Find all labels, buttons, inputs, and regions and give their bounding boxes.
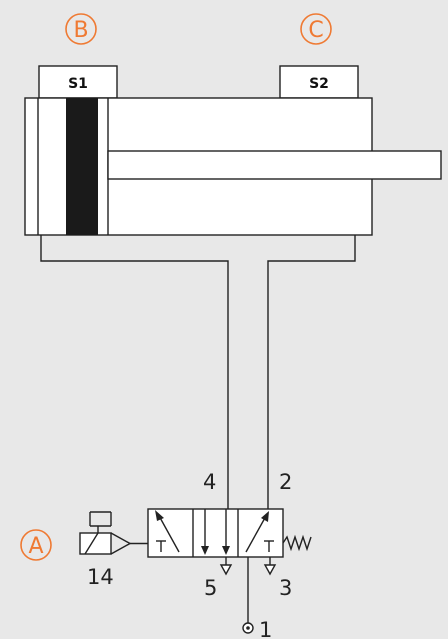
- exhaust-port-5: [219, 557, 233, 576]
- air-line-port-4: [40, 235, 229, 550]
- exhaust-3-triangle: [263, 564, 277, 576]
- sensor-s2: S2: [279, 65, 359, 99]
- left-arrow-line: [157, 513, 180, 553]
- sensor-s1-label: S1: [68, 76, 88, 92]
- sensor-s1: S1: [38, 65, 118, 99]
- callout-c: C: [300, 13, 332, 45]
- supply-port-dot: [246, 626, 250, 630]
- exhaust-port-3: [263, 557, 277, 576]
- piston: [66, 98, 98, 235]
- exhaust-5-triangle: [219, 564, 233, 576]
- port-2-label: 2: [279, 470, 292, 494]
- port-14-label: 14: [87, 565, 114, 589]
- callout-c-circle: [300, 13, 332, 45]
- callout-c-letter: C: [308, 18, 323, 43]
- right-arrow-line: [245, 515, 267, 553]
- callout-b-circle: [65, 13, 97, 45]
- port-1-label: 1: [259, 618, 272, 639]
- spring-return: [282, 534, 312, 552]
- right-arrow-head: [261, 511, 269, 522]
- middle-arrow-left-head: [201, 546, 209, 555]
- callout-b: B: [65, 13, 97, 45]
- callout-b-letter: B: [73, 18, 88, 43]
- piston-rod: [107, 150, 442, 180]
- cylinder: [24, 97, 442, 236]
- port-3-label: 3: [279, 576, 292, 600]
- valve-body: [147, 508, 284, 558]
- solenoid-pilot-triangle: [110, 532, 132, 555]
- callout-a-letter: A: [28, 534, 43, 559]
- solenoid-coil-slash: [84, 532, 99, 555]
- port-5-label: 5: [204, 576, 217, 600]
- air-line-port-2: [267, 235, 356, 512]
- port-4-label: 4: [203, 470, 216, 494]
- sensor-s2-label: S2: [309, 76, 329, 92]
- valve-5-2: [79, 508, 312, 558]
- sensor-s1-box: [38, 65, 118, 99]
- callout-a: A: [20, 529, 52, 561]
- middle-arrow-right-head: [222, 546, 230, 555]
- callout-a-circle: [20, 529, 52, 561]
- left-arrow-head: [155, 510, 164, 521]
